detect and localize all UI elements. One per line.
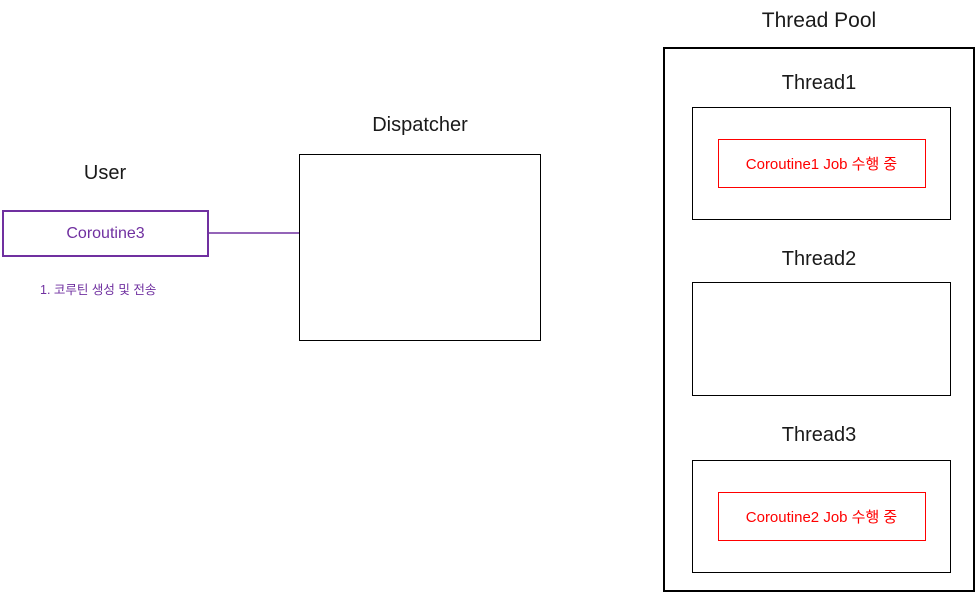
dispatcher-box: [299, 154, 541, 341]
thread3-job-box: Coroutine2 Job 수행 중: [717, 492, 926, 541]
coroutine3-box: Coroutine3: [2, 210, 209, 257]
thread2-box: [692, 282, 951, 396]
thread1-box: Coroutine1 Job 수행 중: [692, 107, 951, 220]
thread1-job-label: Coroutine1 Job 수행 중: [745, 156, 898, 173]
thread1-label: Thread1: [781, 72, 857, 94]
user-section-title: User: [83, 162, 127, 184]
user-caption: 1. 코루틴 생성 및 전송: [40, 283, 157, 297]
thread-pool-box: Thread1 Coroutine1 Job 수행 중 Thread2 Thre…: [663, 47, 975, 592]
thread2-label: Thread2: [781, 248, 857, 270]
thread3-label: Thread3: [781, 424, 857, 446]
dispatcher-section-title: Dispatcher: [372, 114, 468, 136]
thread-pool-title: Thread Pool: [761, 9, 877, 32]
coroutine3-label: Coroutine3: [66, 224, 145, 242]
thread1-job-box: Coroutine1 Job 수행 중: [717, 139, 926, 188]
thread3-job-label: Coroutine2 Job 수행 중: [745, 509, 898, 526]
thread3-box: Coroutine2 Job 수행 중: [692, 460, 951, 573]
